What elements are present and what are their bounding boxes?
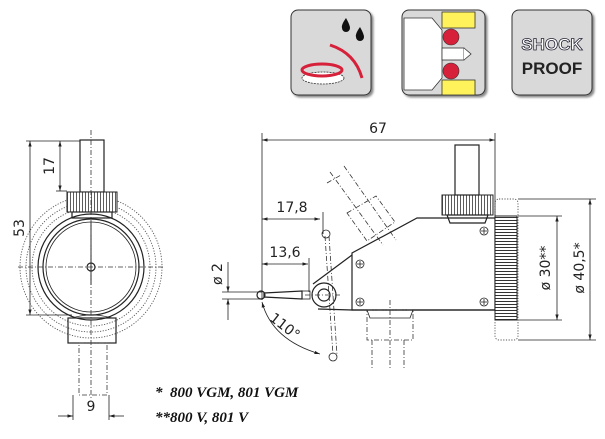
front-view: 53 17 9 [12,130,165,420]
proof-label: PROOF [522,59,582,78]
dim-17-8: 17,8 [276,200,307,216]
dim-40-5: ø 40,5* [572,242,588,293]
dim-30: ø 30** [538,246,554,291]
footnote-double-star: **800 V, 801 V [155,410,250,426]
dim-9: 9 [87,399,96,415]
dim-angle: 110° [266,310,302,343]
dim-53: 53 [12,219,28,237]
dim-17: 17 [42,157,58,175]
footnote-single-star: * 800 VGM, 801 VGM [155,385,299,401]
shock-proof-icon: SHOCK PROOF [511,9,593,96]
waterproof-icon [290,9,372,96]
shock-label: SHOCK [521,35,583,54]
ruby-bearing-icon [401,9,486,96]
dim-67: 67 [369,121,387,137]
dim-13-6: 13,6 [269,245,300,261]
screw-icons [355,226,489,307]
side-view: 67 17,8 13,6 ø 2 110° ø 30** ø 40,5* [210,121,596,370]
dim-tip-diameter: ø 2 [210,263,226,285]
